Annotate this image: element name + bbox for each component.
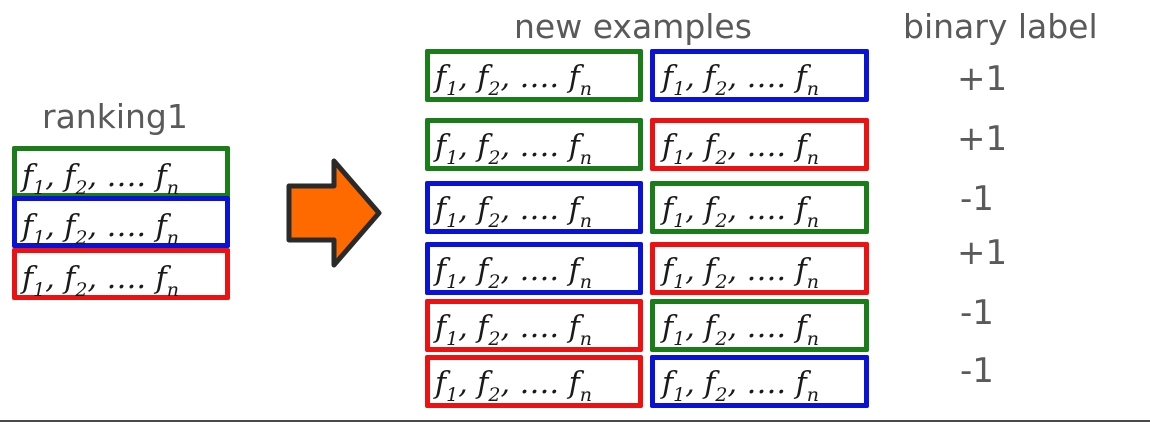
example-right-box xyxy=(650,118,869,171)
example-left-box xyxy=(425,242,643,295)
ranking-item-box xyxy=(12,196,230,248)
binary-label-value: +1 xyxy=(957,233,1008,273)
example-right-box xyxy=(650,181,869,234)
binary-label-value: +1 xyxy=(957,59,1008,99)
feature-vector-text: f1, f2, …. fn xyxy=(435,310,592,350)
arrow-shape xyxy=(286,158,382,268)
example-right-box xyxy=(650,49,869,102)
feature-vector-text: f1, f2, …. fn xyxy=(435,60,592,100)
binary-label-value: -1 xyxy=(960,293,994,333)
example-right-box xyxy=(650,242,869,295)
binary-label-title: binary label xyxy=(903,7,1098,46)
feature-vector-text: f1, f2, …. fn xyxy=(435,253,592,293)
feature-vector-text: f1, f2, …. fn xyxy=(662,310,819,350)
feature-vector-text: f1, f2, …. fn xyxy=(662,192,819,232)
example-left-box xyxy=(425,118,643,171)
bottom-divider xyxy=(0,420,1150,422)
feature-vector-text: f1, f2, …. fn xyxy=(662,366,819,406)
ranking-item-box xyxy=(12,248,230,300)
ranking-title: ranking1 xyxy=(42,97,188,136)
example-right-box xyxy=(650,355,869,408)
example-left-box xyxy=(425,299,643,352)
feature-vector-text: f1, f2, …. fn xyxy=(662,253,819,293)
binary-label-value: -1 xyxy=(960,179,994,219)
example-left-box xyxy=(425,49,643,102)
feature-vector-text: f1, f2, …. fn xyxy=(435,129,592,169)
feature-vector-text: f1, f2, …. fn xyxy=(435,192,592,232)
right-arrow-icon xyxy=(286,158,382,268)
example-left-box xyxy=(425,181,643,234)
example-right-box xyxy=(650,299,869,352)
ranking-item-box xyxy=(12,146,230,198)
binary-label-value: +1 xyxy=(957,119,1008,159)
feature-vector-text: f1, f2, …. fn xyxy=(662,60,819,100)
example-left-box xyxy=(425,355,643,408)
new-examples-title: new examples xyxy=(514,7,752,46)
binary-label-value: -1 xyxy=(960,351,994,391)
feature-vector-text: f1, f2, …. fn xyxy=(22,261,179,301)
feature-vector-text: f1, f2, …. fn xyxy=(22,209,179,249)
feature-vector-text: f1, f2, …. fn xyxy=(22,159,179,199)
feature-vector-text: f1, f2, …. fn xyxy=(435,366,592,406)
feature-vector-text: f1, f2, …. fn xyxy=(662,129,819,169)
